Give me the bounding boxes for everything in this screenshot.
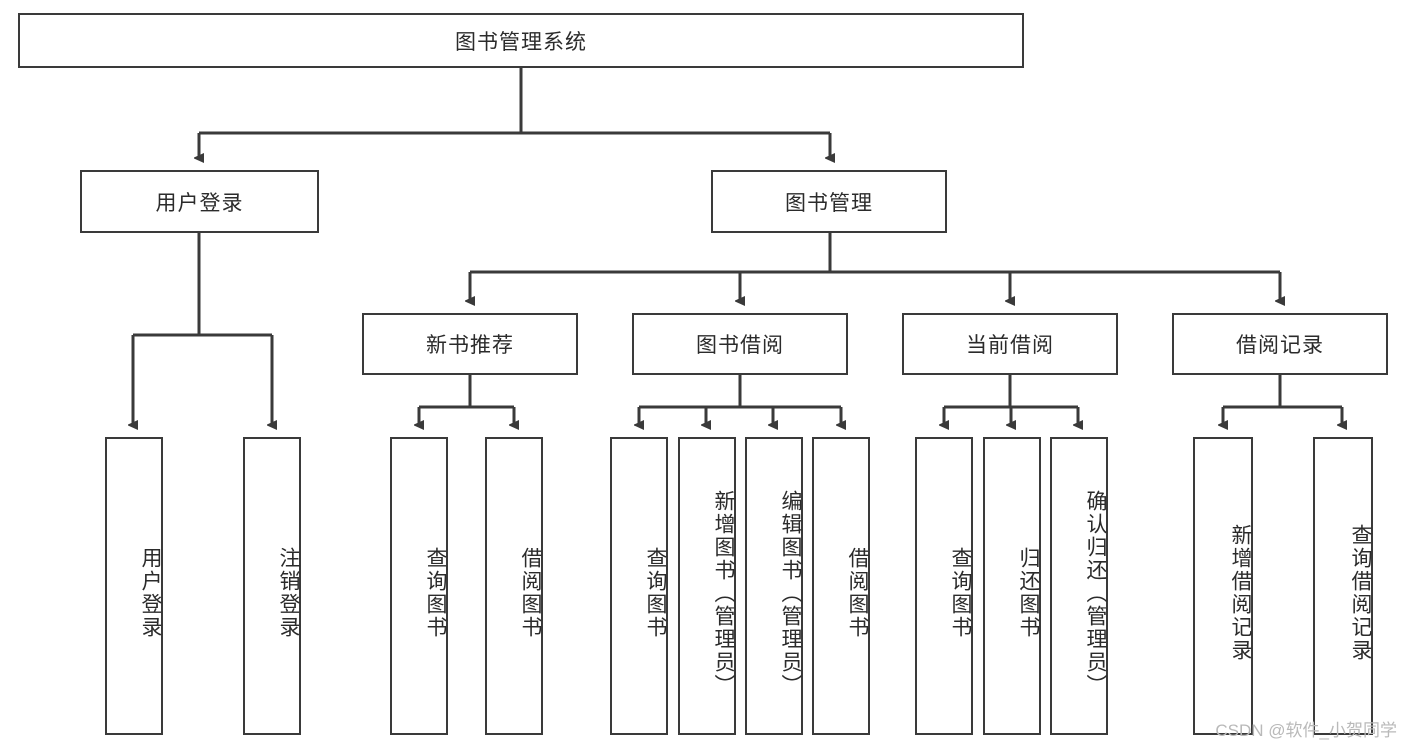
- node-label: 查询借阅记录: [1349, 524, 1372, 662]
- node-label: 查询图书: [949, 547, 972, 639]
- node-label: 用户登录: [139, 547, 162, 639]
- node-label: 新增图书（管理员）: [712, 489, 735, 697]
- node-new-book-recommend[interactable]: 新书推荐: [362, 313, 578, 375]
- node-user-login[interactable]: 用户登录: [80, 170, 319, 233]
- node-label: 图书管理系统: [455, 30, 587, 54]
- node-label: 用户登录: [155, 191, 244, 215]
- leaf-add-book-admin[interactable]: 新增图书（管理员）: [678, 437, 736, 735]
- leaf-user-logout[interactable]: 注销登录: [243, 437, 301, 735]
- leaf-borrow-book[interactable]: 借阅图书: [812, 437, 870, 735]
- node-book-borrow[interactable]: 图书借阅: [632, 313, 848, 375]
- node-label: 借阅记录: [1236, 334, 1324, 357]
- node-label: 图书管理: [785, 191, 873, 215]
- node-label: 当前借阅: [966, 334, 1054, 357]
- node-book-management[interactable]: 图书管理: [711, 170, 947, 233]
- leaf-query-book-borrow[interactable]: 查询图书: [610, 437, 668, 735]
- node-label: 新书推荐: [426, 334, 514, 357]
- leaf-confirm-return-admin[interactable]: 确认归还（管理员）: [1050, 437, 1108, 735]
- node-label: 借阅图书: [846, 547, 869, 639]
- leaf-edit-book-admin[interactable]: 编辑图书（管理员）: [745, 437, 803, 735]
- node-label: 归还图书: [1017, 547, 1040, 639]
- leaf-borrow-book-recommend[interactable]: 借阅图书: [485, 437, 543, 735]
- leaf-add-borrow-record[interactable]: 新增借阅记录: [1193, 437, 1253, 735]
- watermark-text: CSDN @软件_小贺同学: [1215, 721, 1397, 740]
- leaf-query-book-recommend[interactable]: 查询图书: [390, 437, 448, 735]
- node-label: 图书借阅: [696, 334, 784, 357]
- leaf-user-login[interactable]: 用户登录: [105, 437, 163, 735]
- node-root-book-management-system[interactable]: 图书管理系统: [18, 13, 1024, 68]
- node-current-borrow[interactable]: 当前借阅: [902, 313, 1118, 375]
- node-borrow-record[interactable]: 借阅记录: [1172, 313, 1388, 375]
- leaf-return-book[interactable]: 归还图书: [983, 437, 1041, 735]
- node-label: 注销登录: [277, 547, 300, 639]
- leaf-query-borrow-record[interactable]: 查询借阅记录: [1313, 437, 1373, 735]
- node-label: 借阅图书: [519, 547, 542, 639]
- leaf-query-book-current[interactable]: 查询图书: [915, 437, 973, 735]
- node-label: 编辑图书（管理员）: [779, 489, 802, 697]
- node-label: 确认归还（管理员）: [1084, 489, 1107, 697]
- node-label: 新增借阅记录: [1229, 524, 1252, 662]
- node-label: 查询图书: [644, 547, 667, 639]
- node-label: 查询图书: [424, 547, 447, 639]
